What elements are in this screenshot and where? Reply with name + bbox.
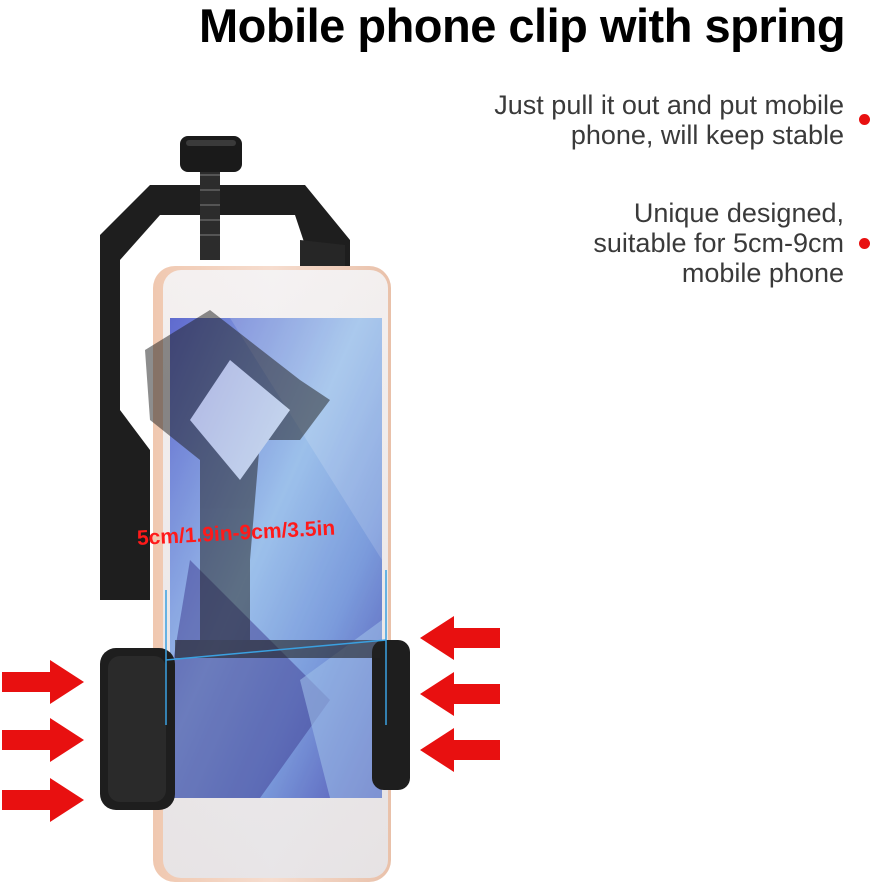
- feature-2-line-3: mobile phone: [681, 258, 844, 288]
- arrow-right-icon: [2, 660, 84, 704]
- feature-1: Just pull it out and put mobile phone, w…: [494, 90, 844, 150]
- feature-1-line-2: phone, will keep stable: [570, 120, 844, 150]
- arrow-left-icon: [420, 728, 500, 772]
- measure-guides: [165, 570, 387, 725]
- arrow-right-icon: [2, 718, 84, 762]
- feature-2: Unique designed, suitable for 5cm-9cm mo…: [593, 198, 844, 288]
- page-title: Mobile phone clip with spring: [199, 0, 846, 52]
- bullet-dot-icon: [859, 238, 870, 249]
- clip-bracket: [145, 310, 330, 640]
- feature-1-line-1: Just pull it out and put mobile: [494, 90, 844, 120]
- arrow-left-icon: [420, 616, 500, 660]
- feature-2-line-1: Unique designed,: [633, 198, 844, 228]
- arrow-left-icon: [420, 672, 500, 716]
- bullet-dot-icon: [859, 114, 870, 125]
- spring-jaws: [100, 640, 410, 810]
- feature-2-line-2: suitable for 5cm-9cm: [593, 228, 844, 258]
- arrow-right-icon: [2, 778, 84, 822]
